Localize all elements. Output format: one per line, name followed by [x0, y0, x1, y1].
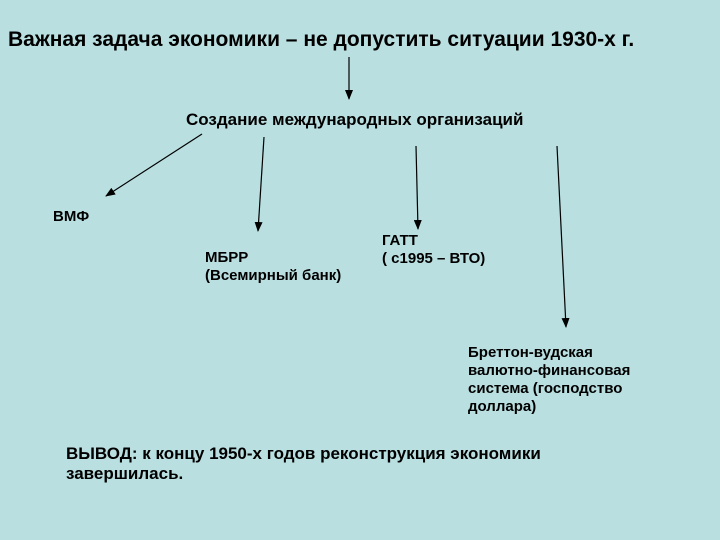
subtitle-international-organizations: Создание международных организаций — [186, 110, 524, 129]
node-bretton-line1: Бреттон-вудская — [468, 344, 593, 361]
node-bretton-line2: валютно-финансовая — [468, 362, 631, 379]
node-vmf: ВМФ — [53, 208, 89, 226]
arrow-to-vmf — [105, 133, 203, 197]
arrow-to-mbrr — [254, 136, 265, 232]
node-bretton-line3: система (господство — [468, 380, 623, 397]
node-mbrr: МБРР (Всемирный банк) — [205, 249, 341, 285]
conclusion: ВЫВОД: к концу 1950-х годов реконструкци… — [66, 444, 541, 485]
node-bretton-line4: доллара) — [468, 398, 537, 415]
node-gatt: ГАТТ ( с1995 – ВТО) — [382, 232, 485, 268]
node-gatt-line2: ( с1995 – ВТО) — [382, 250, 486, 267]
node-mbrr-line1: МБРР — [205, 249, 249, 266]
arrow-to-bretton — [556, 145, 570, 328]
node-mbrr-line2: (Всемирный банк) — [205, 267, 342, 284]
conclusion-line2: завершилась. — [66, 464, 184, 484]
page-title: Важная задача экономики – не допустить с… — [8, 28, 635, 51]
conclusion-line1: ВЫВОД: к концу 1950-х годов реконструкци… — [66, 444, 541, 463]
node-bretton-woods: Бреттон-вудская валютно-финансовая систе… — [468, 344, 630, 416]
node-vmf-label: ВМФ — [53, 208, 90, 225]
node-gatt-line1: ГАТТ — [382, 232, 418, 249]
arrow-to-gatt — [413, 145, 422, 230]
